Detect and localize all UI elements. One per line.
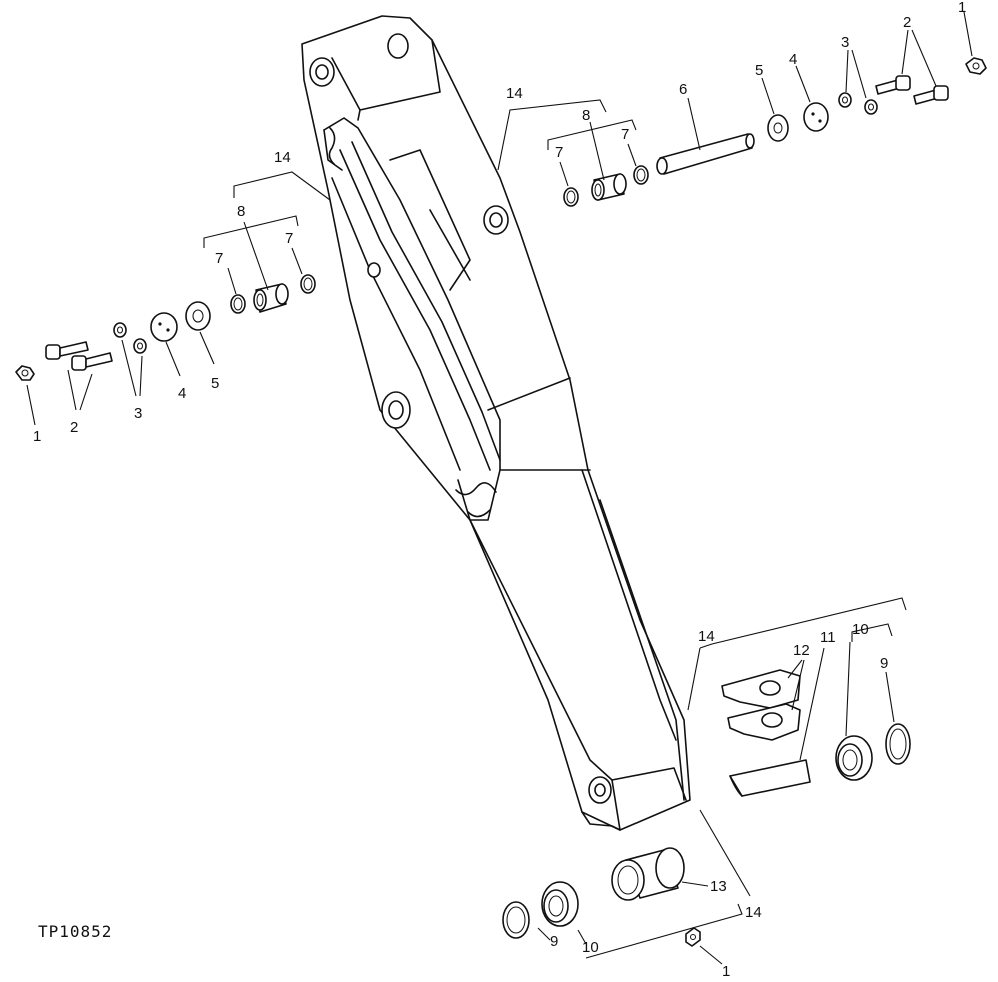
grease-fitting-icon bbox=[685, 927, 701, 947]
seal-ring-icon bbox=[230, 294, 246, 314]
lock-nut-icon bbox=[15, 365, 35, 381]
callout-8: 8 bbox=[237, 203, 245, 220]
callout-3: 3 bbox=[134, 405, 142, 422]
callout-4: 4 bbox=[789, 51, 797, 68]
bolt-icon bbox=[45, 341, 113, 371]
lock-washer-icon bbox=[838, 92, 852, 108]
callout-7: 7 bbox=[621, 126, 629, 143]
callout-5: 5 bbox=[755, 62, 763, 79]
callout-7: 7 bbox=[215, 250, 223, 267]
shim-washer-icon bbox=[185, 301, 211, 331]
bushing-icon bbox=[611, 847, 685, 901]
lower-right-parts bbox=[721, 669, 911, 797]
callout-1: 1 bbox=[33, 428, 41, 445]
lock-washer-icon bbox=[113, 322, 127, 338]
bushing-icon bbox=[253, 283, 289, 313]
callout-2: 2 bbox=[70, 419, 78, 436]
shim-washer-icon bbox=[767, 114, 789, 142]
half-sleeve-icon bbox=[729, 759, 811, 797]
callout-9: 9 bbox=[880, 655, 888, 672]
callout-12: 12 bbox=[793, 642, 810, 659]
left-pin-assembly bbox=[15, 274, 316, 381]
dust-seal-icon bbox=[541, 881, 579, 927]
callout-2: 2 bbox=[903, 14, 911, 31]
retainer-plate-icon bbox=[150, 312, 178, 342]
callout-1: 1 bbox=[958, 0, 966, 16]
lock-nut-icon bbox=[965, 57, 987, 75]
callout-10: 10 bbox=[852, 621, 869, 638]
callout-4: 4 bbox=[178, 385, 186, 402]
bushing-icon bbox=[591, 173, 627, 201]
dust-seal-icon bbox=[835, 735, 873, 781]
pin-icon bbox=[656, 133, 755, 175]
callout-14: 14 bbox=[698, 628, 715, 645]
callout-14: 14 bbox=[745, 904, 762, 921]
leader-lines bbox=[26, 11, 973, 965]
lower-center-parts bbox=[502, 847, 701, 947]
callout-9: 9 bbox=[550, 933, 558, 950]
callout-8: 8 bbox=[582, 107, 590, 124]
callout-6: 6 bbox=[679, 81, 687, 98]
callout-1: 1 bbox=[722, 963, 730, 980]
callout-5: 5 bbox=[211, 375, 219, 392]
callout-10: 10 bbox=[582, 939, 599, 956]
figure-code: TP10852 bbox=[38, 922, 112, 941]
callout-14: 14 bbox=[506, 85, 523, 102]
callout-3: 3 bbox=[841, 34, 849, 51]
callout-7: 7 bbox=[285, 230, 293, 247]
callout-13: 13 bbox=[710, 878, 727, 895]
retainer-plate-icon bbox=[803, 102, 829, 132]
callout-7: 7 bbox=[555, 144, 563, 161]
right-pin-assembly bbox=[563, 57, 987, 207]
callout-14: 14 bbox=[274, 149, 291, 166]
arm-boom-body bbox=[301, 15, 691, 831]
bolt-icon bbox=[875, 75, 949, 105]
callout-labels: 1 2 3 4 5 7 7 8 14 7 7 8 14 6 5 4 3 2 1 … bbox=[33, 0, 966, 980]
callout-11: 11 bbox=[820, 629, 836, 646]
